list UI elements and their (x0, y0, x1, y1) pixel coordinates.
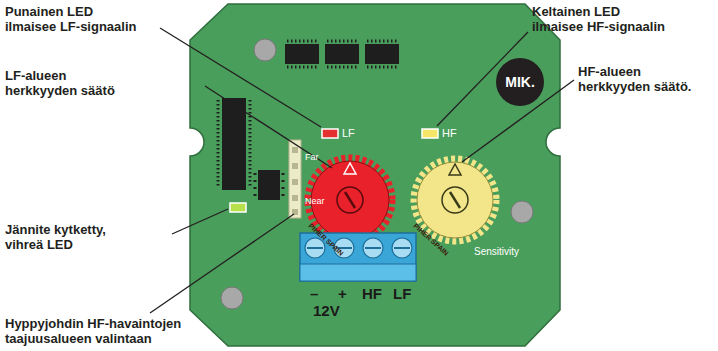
led-label: HF (442, 127, 457, 139)
callout-text: LF-alueen herkkyyden säätö (5, 68, 115, 98)
terminal-label: LF (393, 286, 411, 302)
callout-text: Hyppyjohdin HF-havaintojen taajuusalueen… (5, 316, 181, 346)
jumper-label: Far (305, 152, 319, 162)
terminal-label: + (338, 286, 347, 302)
callout-text: Jännite kytketty, vihreä LED (5, 222, 106, 252)
callout-text: HF-alueen herkkyyden säätö. (578, 64, 691, 94)
microphone-circle: MIK. (496, 58, 544, 106)
node-text: MIK. (505, 74, 535, 90)
terminal-label: – (310, 286, 318, 302)
board-label: Sensitivity (474, 246, 519, 257)
terminal-label: 12V (313, 303, 340, 319)
terminal-label: HF (362, 286, 382, 302)
callout-text: Punainen LED ilmaisee LF-signaalin (5, 4, 137, 34)
led-label: LF (342, 127, 355, 139)
jumper-label: Near (305, 196, 325, 206)
callout-text: Keltainen LED ilmaisee HF-signaalin (532, 4, 665, 34)
